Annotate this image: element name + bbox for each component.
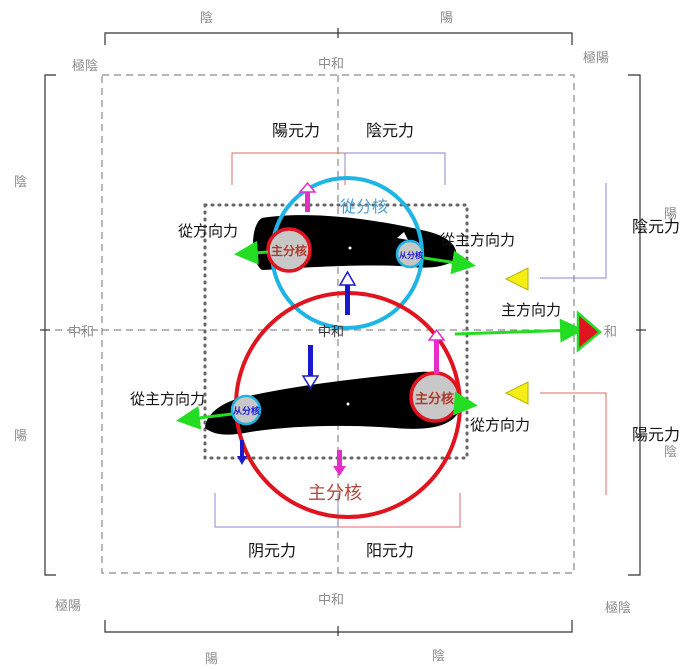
dotted-core-box [203,203,469,460]
secondary-core-badge-bottom-label: 从分核 [233,405,260,417]
center-right: 和 [604,325,617,340]
center-mid: 中和 [318,325,344,340]
yin-force-right-label: 陰元力 [632,217,680,236]
yang-force-bottom-label: 阳元力 [366,541,414,560]
frame-left-bottom: 陽 [14,429,27,444]
white-marker [397,232,408,240]
corner-top-right: 極陽 [583,50,609,66]
lower-brush-stroke [205,371,462,435]
magenta-arrows [298,181,446,476]
blue-arrows [237,270,357,465]
follow-main-dir-force-top-label: 從主方向力 [440,231,515,249]
main-dir-force-label: 主方向力 [501,301,561,319]
secondary-core-badge-top-label: 从分核 [399,250,423,260]
green-arrows [176,240,584,430]
yang-force-right-label: 陽元力 [632,425,680,444]
primary-core-badge-top [266,227,312,273]
yin-force-bottom-label: 阴元力 [248,541,296,560]
center-left: 中和 [68,325,94,340]
main-direction-triangle [576,310,602,353]
frame-top-right: 陽 [440,11,453,26]
yellow-triangle-top [504,267,529,291]
follow-dir-force-right-label: 從方向力 [470,416,530,434]
secondary-core-badge-top [395,239,425,269]
secondary-core-badge-bottom [230,394,262,426]
primary-core-badge-bottom-label: 主分核 [415,391,454,407]
force-brackets [214,152,607,528]
frame-bottom-left: 陽 [205,652,218,667]
frame-left-top: 陰 [14,175,27,190]
follow-dir-force-left-label: 從方向力 [178,222,238,240]
frame-bottom-right: 陰 [432,649,445,664]
upper-center-dot [348,246,352,250]
secondary-core-title: 從分核 [340,197,388,216]
corner-bottom-left: 極陽 [55,598,81,614]
yellow-triangle-bottom [504,381,529,405]
center-bottom: 中和 [318,593,344,608]
frame-right-mid2: 陰 [664,445,677,460]
outer-frame [40,28,646,636]
center-top: 中和 [318,57,344,72]
frame-top-left: 陰 [200,11,213,26]
primary-core-title: 主分核 [308,483,362,504]
corner-top-left: 極陰 [72,58,98,74]
primary-core-badge-top-label: 主分核 [271,243,307,258]
lower-center-dot [346,402,350,406]
yin-force-top-label: 陰元力 [366,121,414,140]
frame-right-mid: 陽 [664,207,677,222]
follow-main-dir-force-left-label: 從主方向力 [130,390,205,408]
yang-force-top-label: 陽元力 [272,121,320,140]
corner-bottom-right: 極陰 [605,600,631,616]
